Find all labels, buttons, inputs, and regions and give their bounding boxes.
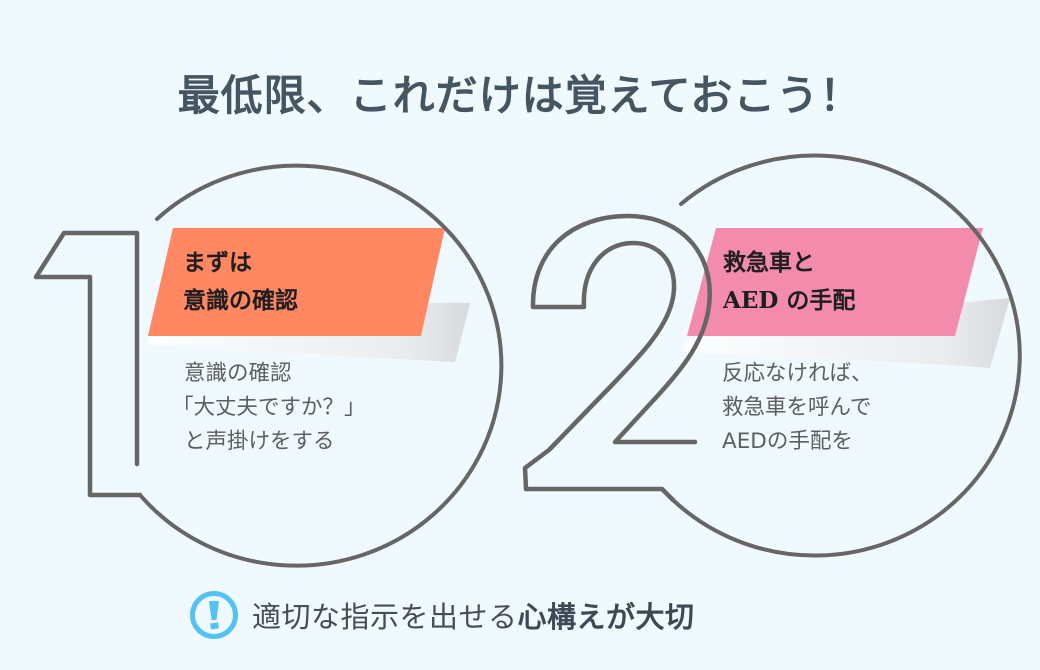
step-2-body-line-1: 反応なければ、 (722, 361, 873, 386)
banner-1 (148, 228, 445, 336)
step-1-heading-line-2: 意識の確認 (183, 287, 298, 314)
footer-text-bold: 心構えが大切 (517, 600, 695, 634)
circle-2-outline (671, 153, 1022, 558)
step-2-body: 反応なければ、 救急車を呼んで AEDの手配を (722, 357, 873, 459)
step-1-body-line-1: 意識の確認 (184, 361, 292, 386)
step-2-heading-line-1: 救急車と (723, 249, 815, 276)
step-1-body-line-2: 「大丈夫ですか？」 (172, 395, 366, 420)
footer-text-normal: 適切な指示を出せる (252, 600, 518, 634)
step-1-heading: まずは 意識の確認 (183, 244, 298, 320)
circle-1-outline (138, 163, 504, 568)
step-2-body-line-2: 救急車を呼んで (722, 395, 872, 420)
step-2-heading: 救急車と AED の手配 (723, 244, 855, 320)
footer-note: 適切な指示を出せる心構えが大切 (188, 590, 695, 640)
step-2-heading-line-2: AED の手配 (723, 287, 856, 314)
step-2-body-line-3: AEDの手配を (722, 429, 853, 454)
step-1-body-line-3: と声掛けをする (184, 429, 335, 454)
page-title: 最低限、これだけは覚えておこう！ (177, 71, 863, 120)
numeral-1-outline (33, 230, 143, 498)
step-1-heading-line-1: まずは (183, 249, 252, 276)
step-2-graphic (522, 153, 1022, 558)
step-1-body: 意識の確認 「大丈夫ですか？」 と声掛けをする (172, 357, 366, 459)
footer-text: 適切な指示を出せる心構えが大切 (252, 594, 695, 636)
exclamation-circle-icon (190, 591, 238, 639)
step-1-graphic (33, 163, 504, 568)
numeral-2-path (522, 213, 712, 503)
banner-2 (687, 228, 983, 336)
